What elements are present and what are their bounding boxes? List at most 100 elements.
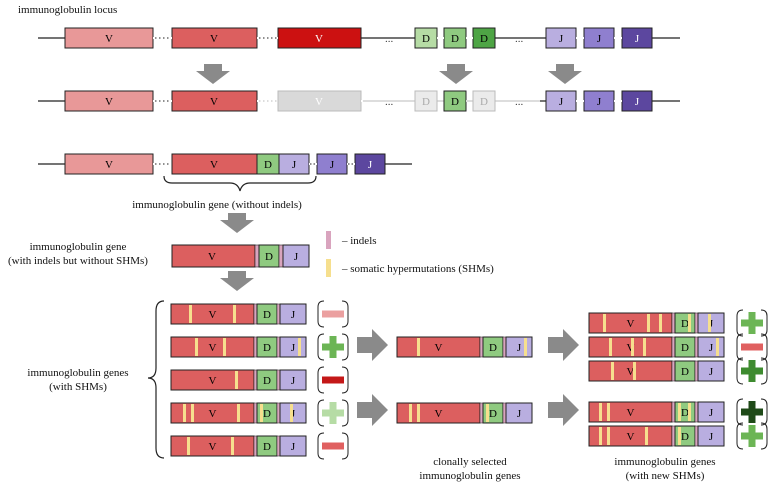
- legend-indel-swatch: [326, 231, 331, 249]
- indel-mark: [278, 244, 284, 268]
- j-letter: J: [559, 33, 564, 45]
- j-letter: J: [291, 375, 296, 387]
- plus-mark: [317, 399, 349, 427]
- shm-mark: [409, 404, 412, 422]
- selection-arrows-1: [196, 64, 582, 84]
- j-letter: J: [292, 159, 297, 171]
- shm-mark: [631, 338, 634, 356]
- d-letter: D: [263, 309, 271, 321]
- d-letter: D: [480, 96, 488, 108]
- shm-mark: [191, 404, 194, 422]
- shm-mark: [223, 338, 226, 356]
- locus-label: immunoglobulin locus: [18, 4, 117, 16]
- shm-mark: [237, 404, 240, 422]
- d-letter: D: [422, 96, 430, 108]
- right-arrow: [548, 329, 579, 361]
- faded-d-segment: [414, 90, 438, 112]
- v-letter: V: [208, 251, 216, 263]
- d-letter: D: [681, 318, 689, 330]
- d-letter: D: [451, 33, 459, 45]
- shm-mark: [599, 427, 602, 445]
- shm-mark: [290, 404, 293, 422]
- d-letter: D: [489, 408, 497, 420]
- shm-mark: [195, 338, 198, 356]
- right-arrow: [357, 394, 388, 426]
- j-letter: J: [709, 366, 714, 378]
- j-segment: [279, 435, 307, 457]
- v-letter: V: [209, 408, 217, 420]
- gene-indels-label-1: immunoglobulin gene: [30, 241, 127, 253]
- v-letter: V: [435, 408, 443, 420]
- legend-indels: – indels: [341, 235, 377, 247]
- v-letter: V: [209, 342, 217, 354]
- germline-locus: V V V ... D D D ... J J J: [38, 27, 680, 49]
- shm-mark: [678, 403, 681, 421]
- minus-mark: [736, 333, 768, 361]
- d-letter: D: [263, 342, 271, 354]
- selected-segments-locus: V V V ... D D D ... J J J: [38, 90, 680, 112]
- shm-brace: [147, 300, 165, 459]
- shm-mark: [607, 427, 610, 445]
- plus-mark: [736, 398, 768, 426]
- shm-mark: [417, 404, 420, 422]
- shm-mark: [643, 338, 646, 356]
- shm-mark: [607, 403, 610, 421]
- down-arrow: [196, 64, 230, 84]
- v-letter: V: [105, 33, 113, 45]
- down-arrow: [220, 271, 254, 291]
- shm-mark: [235, 371, 238, 389]
- j-letter: J: [368, 159, 373, 171]
- genes-shm-label-1: immunoglobulin genes: [27, 367, 128, 379]
- genes-shm-label-2: (with SHMs): [49, 381, 107, 393]
- shm-mark: [647, 314, 650, 332]
- d-letter: D: [489, 342, 497, 354]
- j-letter: J: [291, 441, 296, 453]
- gene-no-indels-label: immunoglobulin gene (without indels): [132, 199, 302, 211]
- v-letter: V: [435, 342, 443, 354]
- recombined-locus: V V D J J J: [38, 153, 412, 175]
- j-letter: J: [709, 431, 714, 443]
- j-letter: J: [559, 96, 564, 108]
- plus-mark: [317, 333, 349, 361]
- j-letter: J: [597, 96, 602, 108]
- shm-mark: [189, 305, 192, 323]
- shm-mark: [678, 427, 681, 445]
- j-letter: J: [291, 309, 296, 321]
- down-arrow: [548, 64, 582, 84]
- gene-brace: [163, 175, 317, 192]
- shm-mark: [183, 404, 186, 422]
- ellipsis: ...: [515, 96, 524, 108]
- shm-mark: [233, 305, 236, 323]
- j-letter: J: [517, 408, 522, 420]
- j-letter: J: [709, 318, 714, 330]
- d-letter: D: [480, 33, 488, 45]
- new-shm-label-2: (with new SHMs): [626, 470, 705, 482]
- v-letter: V: [315, 96, 323, 108]
- new-shm-label-1: immunoglobulin genes: [614, 456, 715, 468]
- indel-mark: [254, 244, 260, 268]
- v-letter: V: [210, 96, 218, 108]
- down-arrow: [439, 64, 473, 84]
- clonal-label-2: immunoglobulin genes: [419, 470, 520, 482]
- minus-mark: [317, 432, 349, 460]
- d-letter: D: [681, 366, 689, 378]
- v-letter: V: [105, 96, 113, 108]
- shm-mark: [688, 403, 691, 421]
- d-letter: D: [422, 33, 430, 45]
- shm-mark: [603, 314, 606, 332]
- shm-mark: [708, 314, 711, 332]
- j-letter: J: [294, 251, 299, 263]
- legend-shm-swatch: [326, 259, 331, 277]
- plus-mark: [736, 422, 768, 450]
- shm-mark: [688, 314, 691, 332]
- plus-mark: [736, 309, 768, 337]
- down-arrow: [220, 213, 254, 233]
